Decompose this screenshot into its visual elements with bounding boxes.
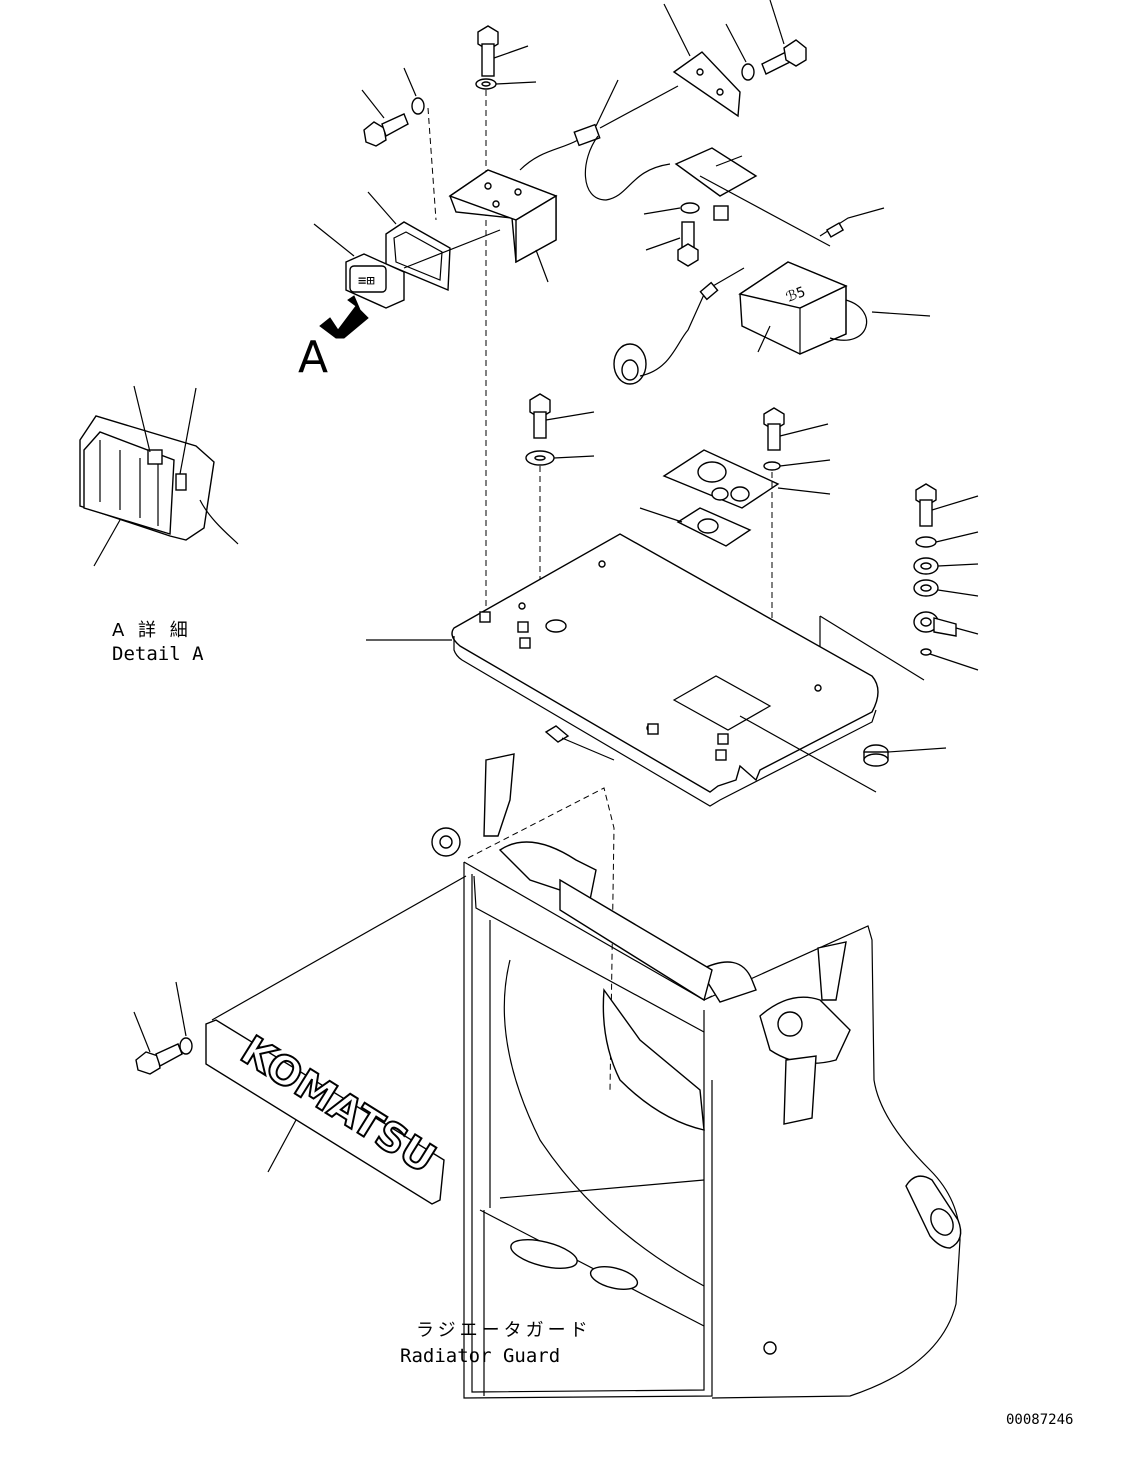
washer-stack [913,531,979,671]
assembly-name-en: Radiator Guard [400,1345,560,1367]
svg-text:ℬ5: ℬ5 [784,284,808,306]
wire-harness [584,135,885,247]
rubber-mount [863,744,947,767]
lamp-cable [519,79,619,171]
bolt-top-right [761,0,807,75]
relay-box: ℬ5 [738,261,931,355]
lamp-gasket [367,191,451,292]
bolt-top-center [477,25,529,77]
bolt-mid-right [763,407,829,451]
bolt-top-left [361,89,409,147]
top-cover-plate [366,533,879,807]
washer-mid-left [525,450,595,466]
washer-nameplate [175,981,193,1055]
work-lamp: ≡⊞ [313,223,405,309]
detail-title-jp: A 詳 細 [112,620,192,641]
bolt-right-stack [915,483,979,527]
komatsu-nameplate: KOMATSU [205,1019,445,1205]
bolt-harness [645,221,699,267]
drawing-number: 00087246 [1006,1412,1073,1428]
svg-text:≡⊞: ≡⊞ [358,273,375,289]
horn [613,267,745,385]
washer-mid-right [763,459,831,471]
cover-plate [662,449,831,509]
komatsu-logo: KOMATSU [233,1027,443,1182]
detail-lamp [79,385,239,567]
washer-top-right [725,23,755,81]
radiator-guard-frame [463,787,962,1399]
bolt-nameplate [133,1011,183,1075]
washer-top-left [403,67,425,115]
nut-plate [544,725,615,761]
washer-top-center [475,78,537,90]
detail-title-en: Detail A [112,643,204,665]
assembly-name-jp: ラジエータガード [416,1320,592,1341]
bracket-plate-top-right [663,3,741,118]
clamp-washer [643,202,729,221]
grommet-plate [639,507,752,547]
view-arrow [319,295,369,339]
radiator-hoses [431,753,851,1131]
view-marker-label: A [298,332,328,383]
bolt-mid-left [529,393,595,439]
lamp-bracket [448,169,558,283]
